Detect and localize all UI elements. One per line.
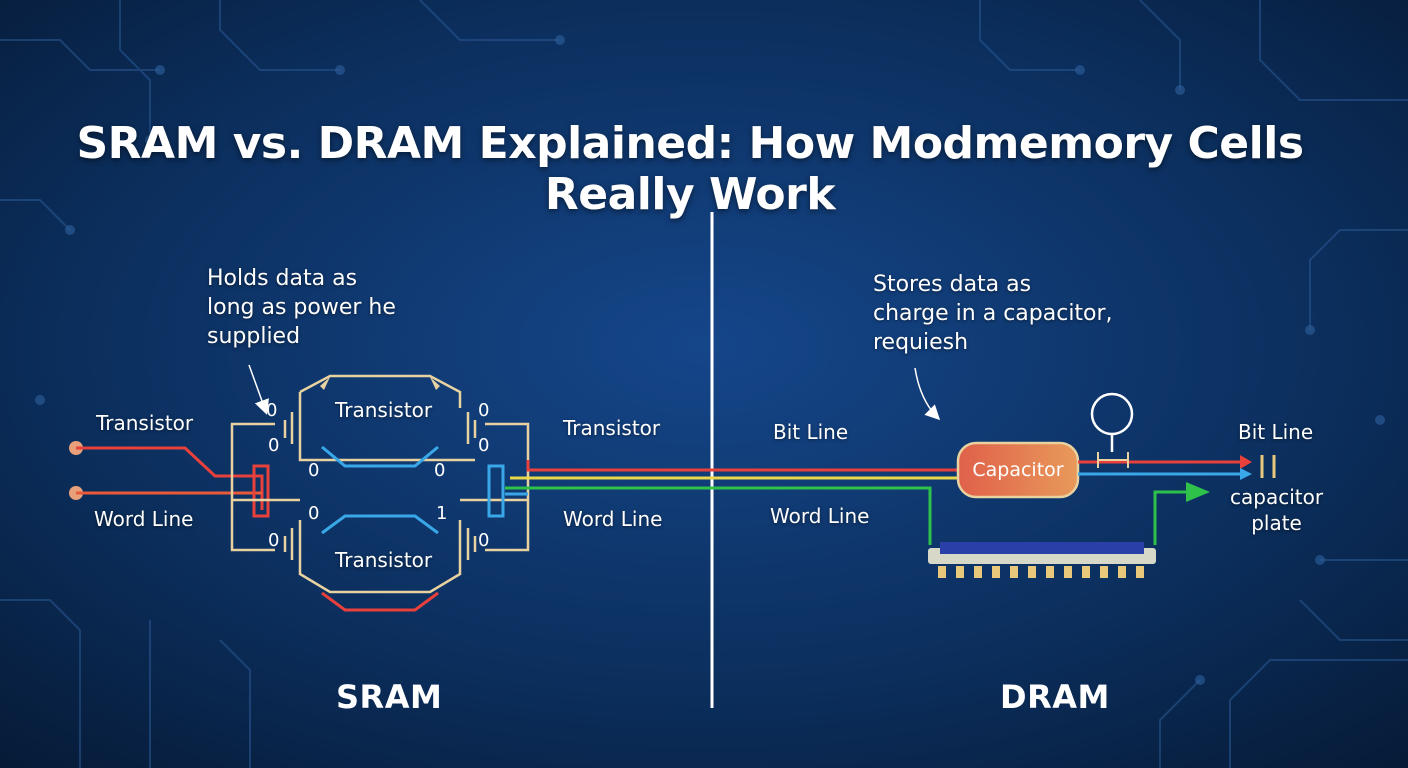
sram-top-transistor-label: Transistor: [335, 398, 433, 422]
sram-transistor-wire: [76, 446, 264, 510]
dram-note-arrow: [914, 367, 941, 421]
dram-note: Stores data as charge in a capacitor, re…: [873, 272, 1113, 355]
capacitor-plate-icon: [1260, 455, 1276, 478]
capacitor-plate-label: capacitor plate: [1230, 485, 1324, 535]
sram-left-transistor-label: Transistor: [96, 411, 194, 435]
sram-bit: 0: [268, 435, 280, 456]
sram-bit: 0: [434, 460, 446, 481]
bit-line-red: [526, 460, 1000, 472]
sram-bottom-transistor-label: Transistor: [335, 548, 433, 572]
capacitor-label: Capacitor: [972, 459, 1064, 481]
sram-access-gate-left: [252, 464, 270, 518]
memory-chip-pins: [938, 566, 1144, 578]
dram-ground-symbol: [1090, 392, 1134, 436]
sram-bit: 0: [478, 435, 490, 456]
dram-right-bit-line-label: Bit Line: [1238, 420, 1314, 444]
sram-bit: 0: [308, 503, 320, 524]
capacitor-box: [956, 441, 1080, 499]
page-title: SRAM vs. DRAM Explained: How Modmemory C…: [76, 118, 1304, 220]
sram-bit: 0: [268, 530, 280, 551]
sram-section-label: SRAM: [336, 678, 443, 716]
dram-section-label: DRAM: [1000, 678, 1110, 716]
sram-bit: 0: [478, 530, 490, 551]
sram-bit: 1: [436, 503, 448, 524]
sram-left-word-line-label: Word Line: [94, 507, 194, 531]
sram-access-gate-right: [487, 464, 505, 518]
sram-bit: 0: [308, 460, 320, 481]
sram-note: Holds data as long as power he supplied: [207, 266, 396, 349]
sram-note-arrow: [248, 364, 269, 415]
sram-bit: 0: [478, 400, 490, 421]
word-line-green: [505, 486, 932, 545]
dram-word-line-label: Word Line: [770, 504, 870, 528]
sram-right-transistor-label: Transistor: [563, 416, 661, 440]
dram-transistor: [1097, 452, 1129, 468]
dram-bit-line-label: Bit Line: [773, 420, 849, 444]
sram-bit: 0: [266, 400, 278, 421]
sram-right-word-line-label: Word Line: [563, 507, 663, 531]
